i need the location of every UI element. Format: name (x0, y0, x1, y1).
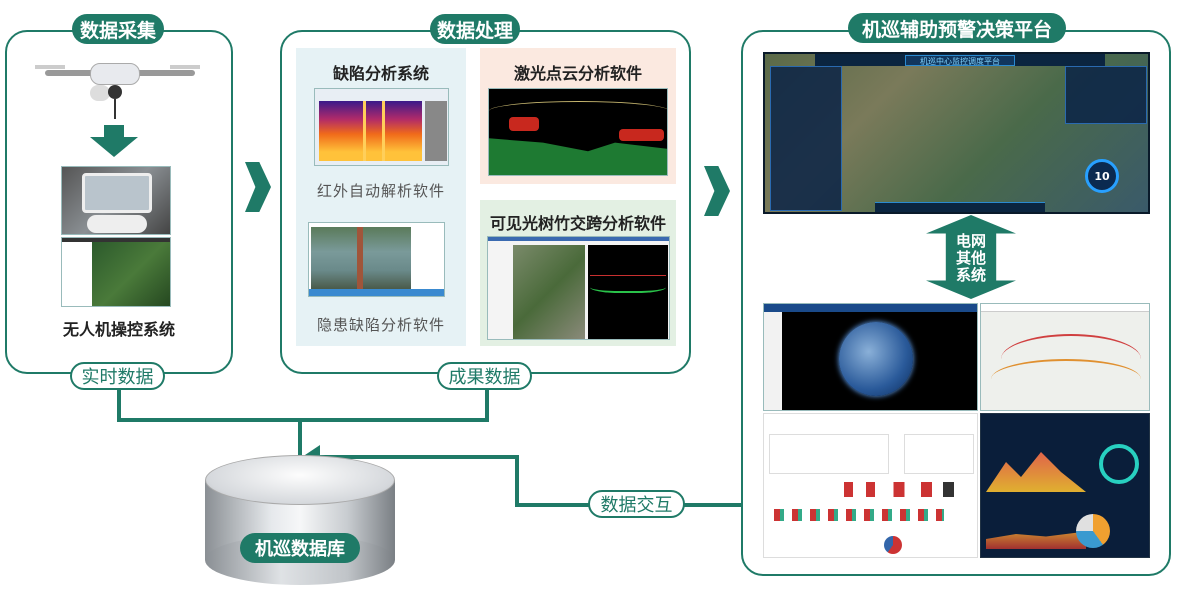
arrow-down-icon (104, 125, 124, 137)
database-cylinder-icon (205, 455, 395, 585)
lidar-panel: 激光点云分析软件 (480, 48, 676, 184)
collection-caption: 无人机操控系统 (62, 320, 175, 339)
panel-title: 可见光树竹交跨分析软件 (489, 214, 666, 233)
infrared-screenshot (314, 88, 449, 166)
result-line-down (485, 388, 489, 422)
line-map-screenshot (980, 303, 1150, 411)
realtime-data-label: 实时数据 (70, 362, 165, 390)
panel-title: 缺陷分析系统 (332, 64, 429, 83)
statistics-charts-screenshot (763, 413, 978, 558)
platform-title: 机巡辅助预警决策平台 (848, 13, 1066, 43)
realtime-line-down (117, 388, 121, 422)
result-data-label: 成果数据 (437, 362, 532, 390)
chevron-right-icon (245, 162, 271, 212)
label-line: 其他 (955, 249, 986, 267)
dashboard-gauge: 10 (1085, 159, 1119, 193)
dark-statistics-screenshot (980, 413, 1150, 558)
arrow-down-head-icon (90, 137, 138, 157)
interaction-line-h2 (318, 455, 519, 459)
dashboard-title: 机巡中心监控调度平台 (905, 55, 1015, 66)
interaction-line-v (515, 455, 519, 507)
bottom-connector-line (117, 418, 489, 422)
hazard-screenshot (308, 222, 445, 297)
label-line: 电网 (955, 232, 986, 250)
controller-photo (61, 166, 171, 235)
other-systems-label: 电网 其他 系统 (946, 233, 996, 284)
database-label: 机巡数据库 (240, 533, 360, 563)
monitoring-dashboard: 机巡中心监控调度平台 10 (763, 52, 1150, 214)
label-line: 系统 (955, 266, 986, 284)
db-line-down (298, 420, 302, 482)
visible-light-panel: 可见光树竹交跨分析软件 (480, 200, 676, 346)
drone-control-app (61, 237, 171, 307)
panel-title: 激光点云分析软件 (513, 64, 642, 83)
panel-caption: 隐患缺陷分析软件 (316, 316, 445, 334)
tree-crossing-screenshot (487, 236, 670, 340)
processing-title: 数据处理 (430, 14, 520, 44)
defect-analysis-panel: 缺陷分析系统 红外自动解析软件 隐患缺陷分析软件 (296, 48, 466, 346)
globe-view-screenshot (763, 303, 978, 411)
data-interaction-label: 数据交互 (588, 490, 685, 518)
point-cloud-screenshot (488, 88, 668, 176)
drone-image (30, 55, 205, 120)
panel-caption: 红外自动解析软件 (316, 182, 445, 200)
chevron-right-icon (704, 166, 730, 216)
collection-title: 数据采集 (72, 14, 164, 44)
